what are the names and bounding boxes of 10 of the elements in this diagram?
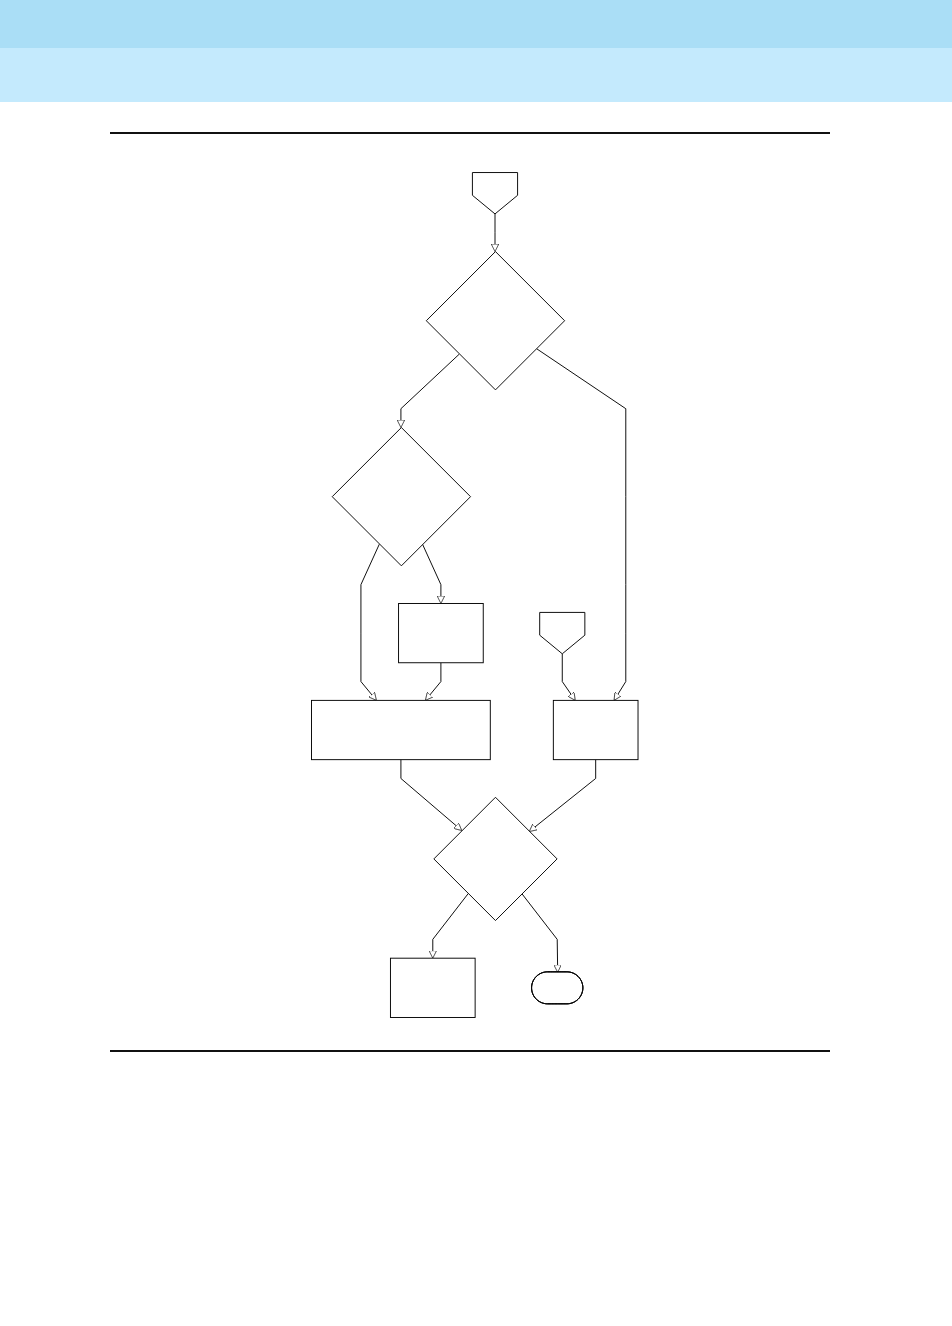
offpage-connector bbox=[472, 172, 519, 215]
process-box bbox=[390, 957, 476, 1018]
offpage-connector bbox=[539, 611, 586, 655]
decision-diamond bbox=[426, 251, 566, 391]
process-box bbox=[398, 603, 484, 664]
decision-diamond bbox=[331, 427, 472, 567]
decision-diamond bbox=[433, 796, 558, 921]
process-box bbox=[553, 699, 639, 761]
terminal-pill bbox=[531, 971, 584, 1005]
process-box bbox=[311, 699, 491, 761]
